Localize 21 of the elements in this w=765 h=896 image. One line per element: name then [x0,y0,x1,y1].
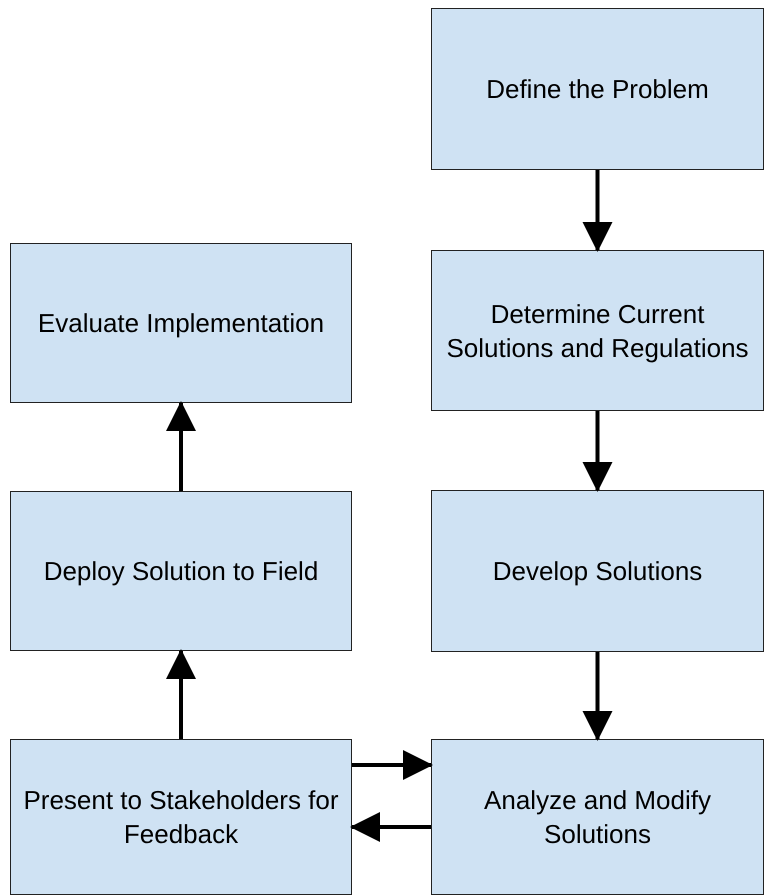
box-label: Analyze and Modify Solutions [483,784,712,851]
process-box [10,243,352,403]
arrow [352,750,433,780]
arrow [350,812,431,842]
process-box [431,250,764,411]
box-label: Present to Stakeholders for Feedback [22,784,340,851]
process-box [10,739,352,895]
arrow [166,401,196,491]
process-box [431,490,764,652]
process-box [10,491,352,651]
box-label: Develop Solutions [492,555,704,588]
box-label: Determine Current Solutions and Regulations [445,298,750,364]
arrow [582,652,612,741]
arrow [582,411,612,492]
box-label: Deploy Solution to Field [42,555,320,588]
box-label: Define the Problem [485,73,710,106]
process-box [431,8,764,170]
arrow [166,649,196,739]
arrow [582,170,612,252]
box-label: Evaluate Implementation [36,307,326,340]
process-box [431,739,764,895]
